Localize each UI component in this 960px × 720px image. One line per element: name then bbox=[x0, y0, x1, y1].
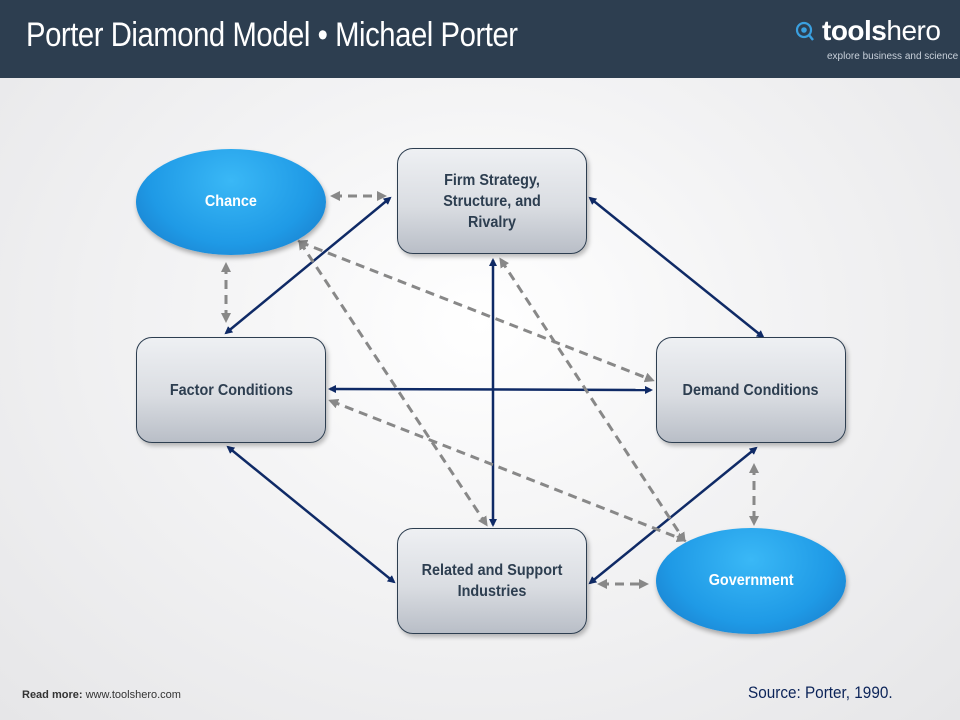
node-firm-strategy[interactable]: Firm Strategy, Structure, and Rivalry bbox=[397, 148, 587, 254]
node-firm-strategy-label: Firm Strategy, Structure, and Rivalry bbox=[443, 171, 541, 231]
header-bar: Porter Diamond Model • Michael Porter to… bbox=[0, 0, 960, 78]
dashed-chance-demand bbox=[297, 239, 655, 383]
node-related-industries[interactable]: Related and Support Industries bbox=[397, 528, 587, 634]
logo-bold: tools bbox=[822, 15, 887, 46]
node-demand-conditions-label: Demand Conditions bbox=[682, 381, 819, 399]
node-chance[interactable]: Chance bbox=[136, 149, 326, 255]
node-factor-conditions[interactable]: Factor Conditions bbox=[136, 337, 326, 443]
toolshero-logo[interactable]: toolshero explore business and science bbox=[795, 15, 959, 67]
node-government[interactable]: Government bbox=[656, 528, 846, 634]
page-title: Porter Diamond Model • Michael Porter bbox=[26, 16, 518, 54]
node-government-label: Government bbox=[708, 572, 794, 589]
logo-tagline: explore business and science bbox=[827, 51, 959, 62]
arrow-firm-demand bbox=[588, 196, 765, 339]
dashed-chance-related bbox=[298, 239, 488, 527]
read-more-label: Read more: bbox=[22, 689, 83, 701]
logo-wordmark: toolshero bbox=[822, 15, 941, 47]
node-related-industries-label: Related and Support Industries bbox=[421, 562, 563, 600]
arrow-factor-related bbox=[226, 445, 396, 584]
node-demand-conditions[interactable]: Demand Conditions bbox=[656, 337, 846, 443]
node-chance-label: Chance bbox=[204, 193, 258, 210]
dashed-government-factor bbox=[328, 398, 687, 543]
magnifier-gear-icon bbox=[795, 21, 814, 41]
read-more-link[interactable]: www.toolshero.com bbox=[85, 689, 181, 701]
node-factor-conditions-label: Factor Conditions bbox=[169, 381, 293, 399]
read-more: Read more: www.toolshero.com bbox=[22, 689, 181, 701]
source-citation: Source: Porter, 1990. bbox=[748, 683, 893, 702]
arrow-factor-demand bbox=[328, 385, 653, 394]
logo-light: hero bbox=[886, 15, 941, 46]
